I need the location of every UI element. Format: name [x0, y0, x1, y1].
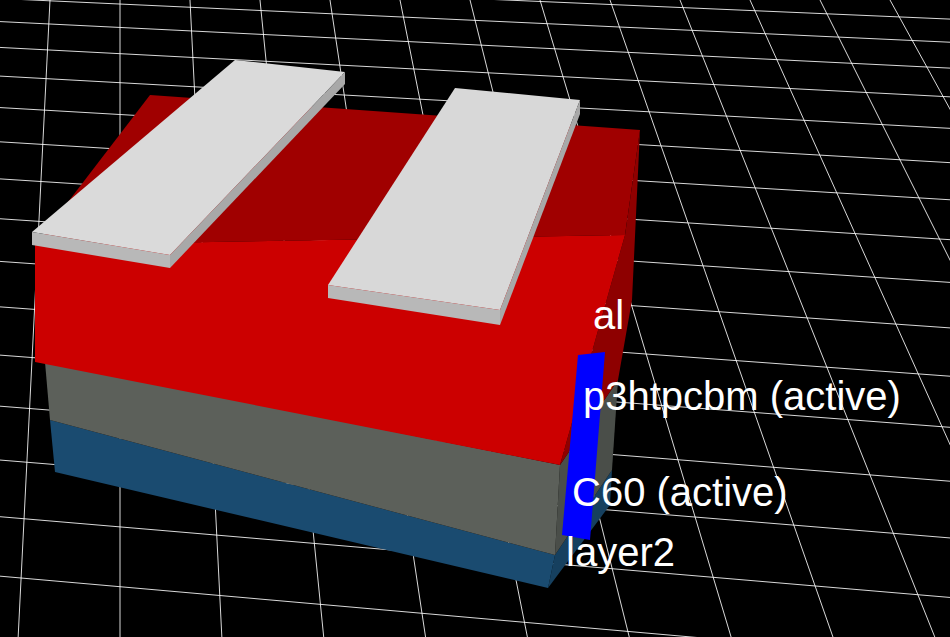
contact-side [170, 72, 345, 268]
active-front [35, 235, 625, 465]
layer-label: layer2 [566, 530, 675, 574]
grid-line [0, 574, 950, 637]
contact-front [32, 232, 170, 268]
layer-label: C60 (active) [572, 470, 788, 514]
grid-line [0, 21, 950, 70]
grid-line [0, 0, 950, 20]
contact-front [328, 285, 500, 325]
contact-side [500, 100, 580, 325]
contact-top [32, 60, 345, 255]
contact-top [328, 88, 580, 310]
layer-label: al [593, 293, 624, 337]
layer-label: p3htpcbm (active) [583, 374, 901, 418]
